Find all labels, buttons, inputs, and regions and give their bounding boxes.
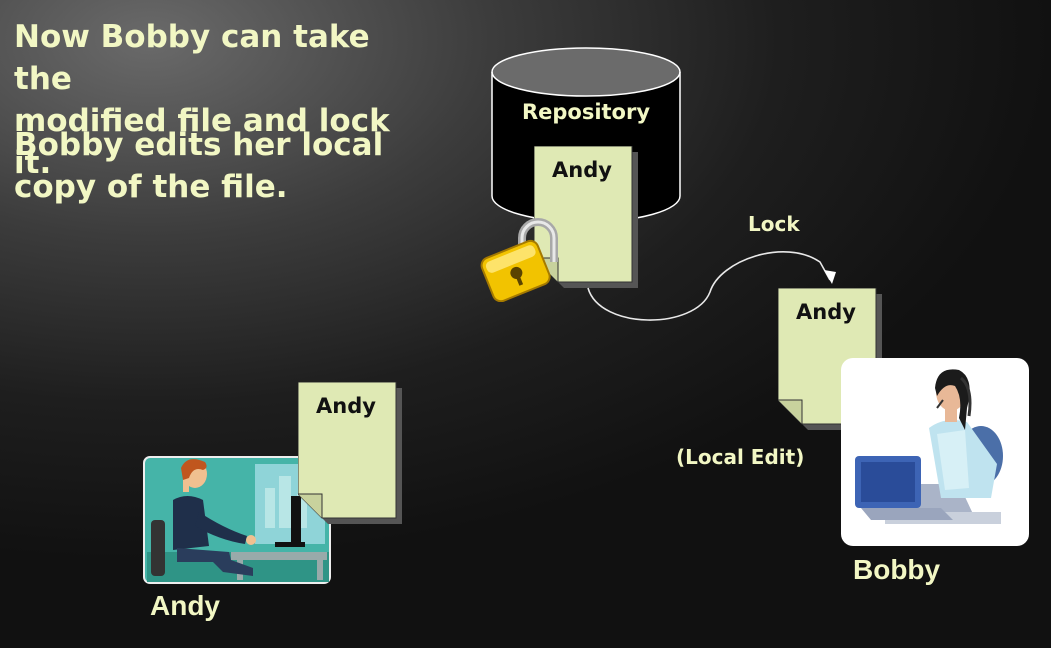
- andy-document-label: Andy: [316, 394, 376, 418]
- slide-heading-line-1: Now Bobby can take the modified file and…: [14, 19, 390, 181]
- andy-document: Andy: [298, 382, 402, 524]
- repository-document-label: Andy: [552, 158, 612, 182]
- lock-arrow: [587, 251, 836, 321]
- padlock-icon: [480, 218, 558, 302]
- repository-document: Andy: [534, 146, 638, 288]
- repository-label: Repository: [521, 100, 651, 124]
- local-edit-label: (Local Edit): [676, 445, 805, 469]
- bobby-document-label: Andy: [796, 300, 856, 324]
- andy-name-label: Andy: [150, 590, 220, 621]
- bobby-name-label: Bobby: [853, 554, 941, 585]
- bobby-computer-illustration: [841, 358, 1029, 546]
- lock-label: Lock: [748, 212, 800, 236]
- slide-heading-line-2: Bobby edits her local copy of the file.: [14, 127, 384, 205]
